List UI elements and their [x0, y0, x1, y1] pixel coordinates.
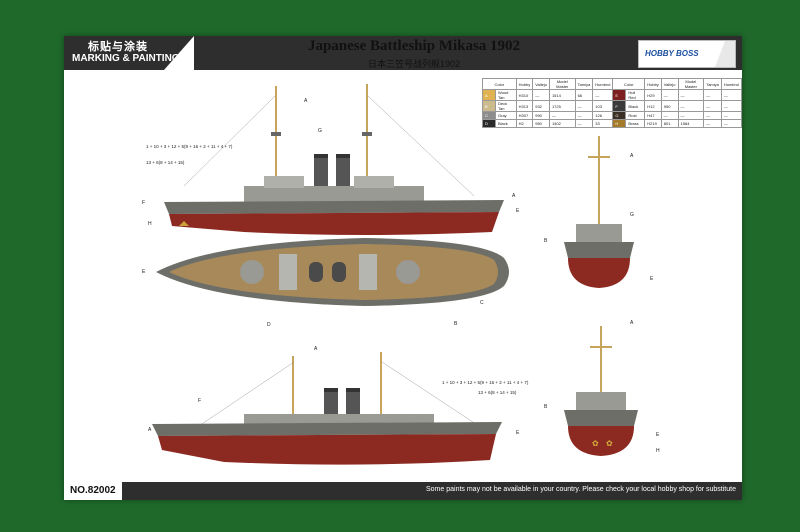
label-d-plan: D — [267, 322, 271, 328]
page-title: Japanese Battleship Mikasa 1902 — [307, 38, 521, 54]
label-f-side: F — [142, 200, 146, 206]
hull-upper — [164, 200, 504, 214]
label-b-bow: B — [544, 238, 548, 244]
bow-view — [564, 136, 634, 288]
hull-lower — [169, 212, 499, 235]
color-table-cell: 33 — [592, 119, 614, 128]
label-e-bow: E — [650, 276, 654, 282]
brand-logo: HOBBY BOSS — [638, 40, 736, 68]
svg-text:✿: ✿ — [606, 439, 613, 448]
superstructure — [244, 186, 424, 202]
label-b-stern: B — [544, 404, 548, 410]
color-table-cell: Brass — [625, 119, 646, 128]
funnel-fore-2 — [324, 388, 338, 418]
fore-turret — [240, 260, 264, 284]
label-f-bottom: F — [198, 398, 202, 404]
svg-text:✿: ✿ — [592, 439, 599, 448]
label-h-side: H — [148, 221, 152, 227]
label-a-bottom-hull: A — [148, 427, 152, 433]
side-view-starboard — [164, 84, 504, 235]
instruction-sheet: 标贴与涂装 MARKING & PAINTING Japanese Battle… — [64, 36, 742, 500]
funnel-fore — [314, 154, 328, 188]
color-table-cell: 1584 — [677, 119, 705, 128]
color-table-cell: 1402 — [548, 119, 576, 128]
color-table-cell: Hull Red — [625, 89, 646, 101]
hull-upper-2 — [152, 422, 502, 436]
bow-hull-red — [568, 258, 630, 288]
decal-formula-4: 13 + 6(8 + 14 + 15) — [478, 390, 517, 395]
color-swatch: H — [612, 119, 627, 128]
label-c-plan: C — [480, 300, 484, 306]
side-view-port — [152, 352, 502, 465]
product-number: NO.82002 — [64, 482, 122, 500]
decal-formula-1: 1 + 10 + 3 + 12 + 5(9 + 16 + 2 + 11 + 4 … — [146, 144, 233, 149]
label-a-side: A — [512, 193, 516, 199]
label-g-top: G — [318, 128, 322, 134]
label-e-side: E — [516, 208, 520, 214]
decal-formula-2: 13 + 6(8 + 14 + 15) — [146, 160, 185, 165]
brand-logo-text: HOBBY BOSS — [645, 49, 699, 58]
label-e-bottom: E — [516, 430, 520, 436]
fore-mast — [275, 86, 277, 206]
header-cn-title: 标贴与涂装 — [88, 41, 148, 53]
funnel-aft — [336, 154, 350, 188]
color-table-header: Color — [482, 78, 517, 90]
color-swatch: D — [482, 119, 496, 128]
color-swatch: F — [612, 100, 627, 112]
color-table-cell: — — [720, 119, 742, 128]
main-mast — [366, 84, 368, 206]
header-en-title: MARKING & PAINTING — [72, 53, 180, 64]
plan-view — [156, 238, 509, 306]
stern-view: ✿ ✿ — [564, 326, 638, 456]
color-table-header: Humbrol — [592, 78, 614, 90]
label-a-top: A — [304, 98, 308, 104]
hull-lower-2 — [158, 434, 496, 465]
stern-hull-red — [568, 426, 634, 456]
main-mast-2 — [380, 352, 382, 418]
label-h-stern: H — [656, 448, 660, 454]
label-a-bow: A — [630, 153, 634, 159]
fore-mast-2 — [292, 356, 294, 418]
label-b-plan: B — [454, 321, 458, 327]
footer-bar: NO.82002 Some paints may not be availabl… — [64, 482, 742, 500]
decal-formula-3: 1 + 10 + 3 + 12 + 5(9 + 16 + 2 + 11 + 4 … — [442, 380, 529, 385]
label-g-bow: G — [630, 212, 634, 218]
label-e-plan: E — [142, 269, 146, 275]
paint-note: Some paints may not be available in your… — [426, 486, 736, 493]
color-table-cell: Wood Tan — [495, 89, 517, 101]
page-subtitle: 日本三笠号战列舰1902 — [367, 59, 461, 69]
label-e-stern: E — [656, 432, 660, 438]
funnel-aft-2 — [346, 388, 360, 418]
label-a-stern: A — [630, 320, 634, 326]
color-table-cell: Black — [625, 100, 646, 112]
label-a-bottom: A — [314, 346, 318, 352]
color-table-cell: Black — [495, 119, 517, 128]
ship-drawings: ✿ ✿ — [152, 84, 638, 465]
aft-turret — [396, 260, 420, 284]
